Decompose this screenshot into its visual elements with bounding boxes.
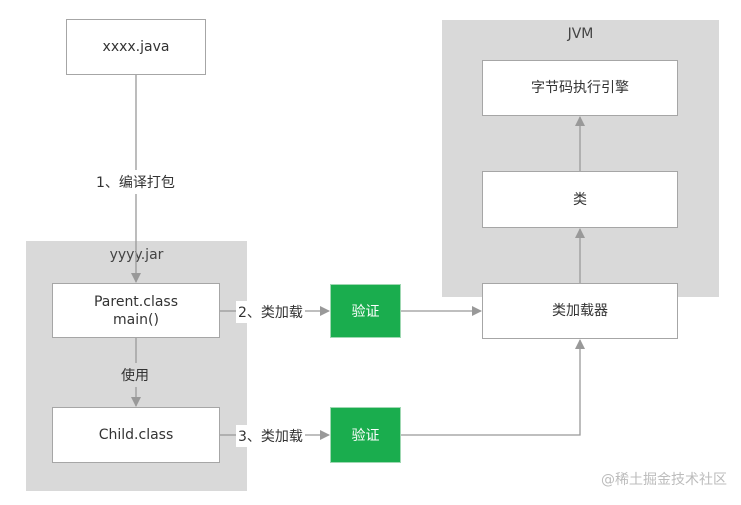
watermark: @稀土掘金技术社区 <box>601 472 727 488</box>
verify-bottom-label: 验证 <box>351 428 380 444</box>
arrow-verify-bottom <box>401 339 585 436</box>
class-load-3-label: 3、类加载 <box>236 425 305 447</box>
verify-top-label: 验证 <box>351 304 380 320</box>
class-box: 类 <box>482 171 678 228</box>
class-label: 类 <box>573 191 587 208</box>
jar-title: yyyy.jar <box>109 247 164 263</box>
verify-bottom-box: 验证 <box>330 407 401 463</box>
verify-top-box: 验证 <box>330 284 401 338</box>
bytecode-engine-box: 字节码执行引擎 <box>482 60 678 116</box>
source-file-box: xxxx.java <box>66 19 206 75</box>
parent-class-box: Parent.class main() <box>52 283 220 338</box>
source-file-label: xxxx.java <box>102 39 170 55</box>
class-load-2-label: 2、类加载 <box>236 301 305 323</box>
parent-class-label: Parent.class <box>93 293 179 310</box>
jvm-title: JVM <box>567 26 594 42</box>
use-label: 使用 <box>119 363 151 387</box>
bytecode-engine-label: 字节码执行引擎 <box>531 80 629 96</box>
child-class-box: Child.class <box>52 407 220 463</box>
class-loader-label: 类加载器 <box>552 303 608 319</box>
class-loader-box: 类加载器 <box>482 283 678 339</box>
parent-main-label: main() <box>113 311 159 328</box>
compile-package-label: 1、编译打包 <box>94 170 177 194</box>
child-class-label: Child.class <box>98 427 174 443</box>
